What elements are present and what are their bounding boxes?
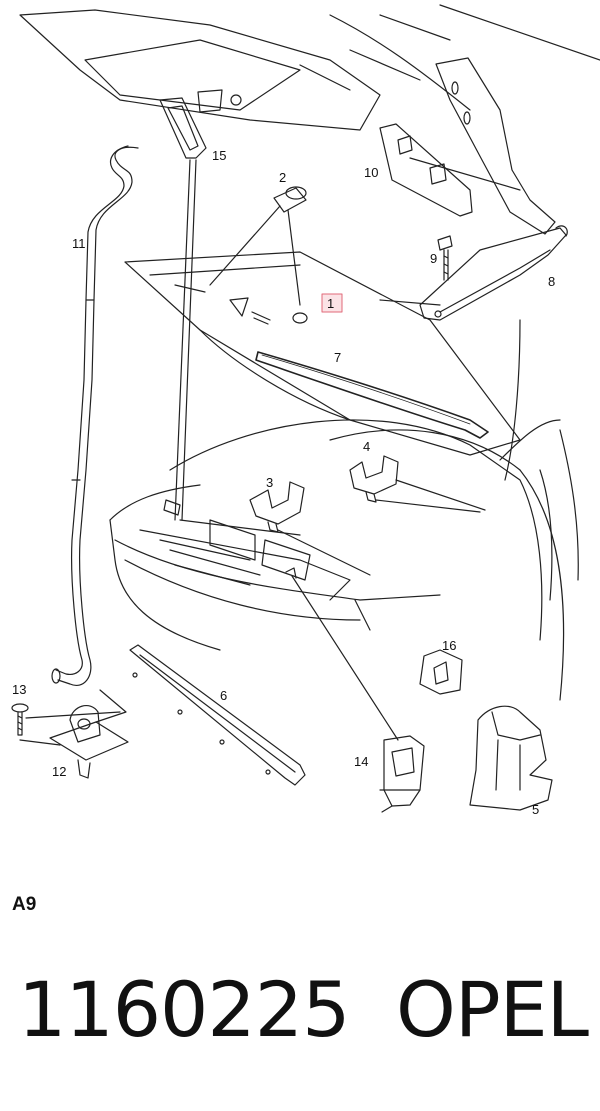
bracket-part-15 [159,89,242,521]
seal-strip-part-7 [255,351,489,439]
callout-3: 3 [266,475,273,490]
callout-14: 14 [354,754,368,769]
callout-7: 7 [334,350,341,365]
car-body [109,319,579,701]
parts-diagram: 1 2 3 4 5 6 7 8 9 10 11 12 13 14 15 16 [11,4,600,817]
clip-part-16 [419,649,463,695]
clip-part-14 [285,567,425,813]
callout-1: 1 [327,296,334,311]
callout-1-highlight-box [321,293,343,313]
hinge-part-8 [379,225,568,321]
part-number: 1160225 [18,965,350,1054]
brand-name: OPEL [396,965,589,1054]
callout-4: 4 [363,439,370,454]
section-code: A9 [12,894,37,915]
callout-5: 5 [532,802,539,817]
callout-9: 9 [430,251,437,266]
hood-panel [124,251,521,456]
windshield [19,4,600,131]
hinge-leader [95,689,127,723]
prop-rod-part-11 [51,145,139,686]
trim-strip-part-6 [129,644,306,786]
clip-part-3 [249,481,371,576]
callout-2: 2 [279,170,286,185]
mat-part-5 [469,705,553,811]
callout-13: 13 [12,682,26,697]
screw-part-9 [437,235,453,281]
clip-part-4 [349,455,486,513]
callout-12: 12 [52,764,66,779]
hinge-arm-part-10 [349,49,556,235]
callout-6: 6 [220,688,227,703]
callout-8: 8 [548,274,555,289]
buffer-part-2 [174,186,308,325]
callout-15: 15 [212,148,226,163]
callout-11: 11 [72,236,86,251]
callout-labels: 1 2 3 4 5 6 7 8 9 10 11 12 13 14 15 16 [12,148,555,817]
screw-part-13 [11,703,121,736]
callout-16: 16 [442,638,456,653]
callout-10: 10 [364,165,378,180]
